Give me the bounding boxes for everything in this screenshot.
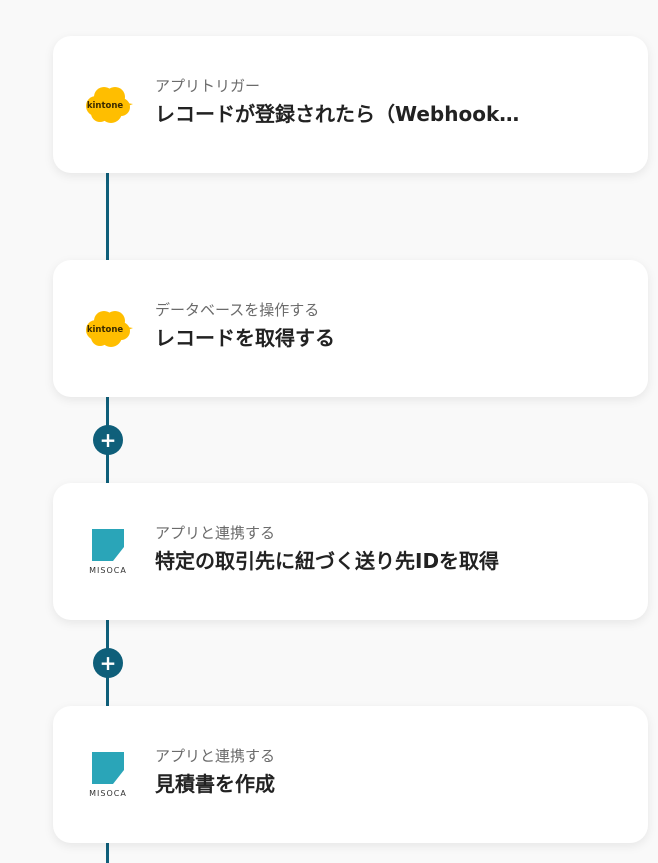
misoca-logo-icon: MISOCA (83, 750, 133, 800)
step-title: 特定の取引先に紐づく送り先IDを取得 (155, 549, 500, 573)
kintone-logo-icon: kintone (83, 304, 133, 354)
step-subtitle: アプリと連携する (155, 747, 276, 765)
misoca-logo-icon: MISOCA (83, 527, 133, 577)
flow-step-card[interactable]: MISOCA アプリと連携する 特定の取引先に紐づく送り先IDを取得 (53, 483, 648, 620)
flow-step-card[interactable]: MISOCA アプリと連携する 見積書を作成 (53, 706, 648, 843)
flow-step-card[interactable]: kintone アプリトリガー レコードが登録されたら（Webhook… (53, 36, 648, 173)
step-title: 見積書を作成 (155, 772, 275, 796)
add-step-button[interactable]: + (93, 648, 123, 678)
flow-step-card[interactable]: kintone データベースを操作する レコードを取得する (53, 260, 648, 397)
step-subtitle: アプリと連携する (155, 524, 276, 542)
step-title: レコードが登録されたら（Webhook… (155, 102, 520, 126)
step-subtitle: アプリトリガー (155, 77, 261, 95)
step-subtitle: データベースを操作する (155, 301, 320, 319)
add-step-button[interactable]: + (93, 425, 123, 455)
flow-connector-line (106, 172, 109, 262)
svg-text:kintone: kintone (87, 325, 124, 335)
svg-text:MISOCA: MISOCA (89, 789, 127, 798)
svg-text:kintone: kintone (87, 101, 124, 111)
kintone-logo-icon: kintone (83, 80, 133, 130)
step-title: レコードを取得する (155, 326, 335, 350)
svg-text:MISOCA: MISOCA (89, 566, 127, 575)
flow-connector-line (106, 842, 109, 863)
